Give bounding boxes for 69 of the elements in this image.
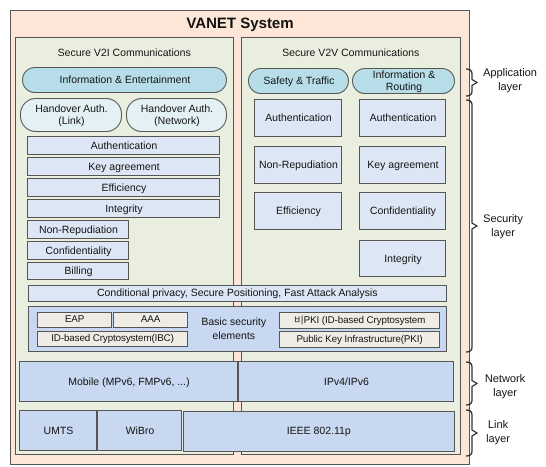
- label-text: Authentication: [368, 112, 438, 124]
- label-text: WiBro: [124, 424, 156, 437]
- security-box: [27, 157, 220, 176]
- label-text: 비PKI (ID-based Cryptosystem: [292, 314, 426, 326]
- protocol-box: [182, 410, 455, 452]
- security-box: [254, 146, 342, 184]
- security-box: [254, 192, 342, 230]
- label-text: Mobile (MPv6, FMPv6, ...): [67, 376, 191, 388]
- protocol-box: [19, 361, 238, 402]
- application-pill: [22, 67, 228, 94]
- label-text: IPv4/IPv6: [322, 376, 370, 388]
- panel-heading: Secure V2I Communications: [56, 46, 192, 59]
- label-text: Key agreement: [366, 159, 440, 172]
- layer-label: Application layer: [482, 66, 538, 94]
- label-text: Billing: [63, 265, 94, 278]
- label-text: Non-Repudiation: [38, 224, 119, 236]
- security-box: [359, 192, 446, 230]
- label-text: Conditional privacy, Secure Positioning, Fast Attack Analysis: [96, 287, 378, 300]
- security-element-box: [37, 331, 188, 347]
- security-box: [27, 178, 220, 198]
- security-element-box: [113, 312, 188, 328]
- layer-label: Network layer: [484, 372, 526, 400]
- security-box: [254, 99, 342, 138]
- panel-label: Basic security elements: [200, 314, 268, 343]
- security-box: [27, 136, 220, 156]
- label-text: Integrity: [383, 252, 423, 265]
- protocol-box: [19, 410, 98, 452]
- layer-label: Security layer: [482, 212, 524, 240]
- label-text: Authentication: [264, 112, 333, 124]
- protocol-box: [97, 410, 182, 452]
- label-text: IEEE 802.11p: [286, 425, 352, 438]
- label-text: Key agreement: [87, 160, 161, 173]
- security-box: [359, 240, 446, 278]
- label-text: Handover Auth. (Link): [34, 103, 109, 128]
- application-pill: [248, 68, 350, 94]
- label-text: Authentication: [90, 140, 158, 152]
- label-text: Information & Routing: [372, 69, 436, 94]
- security-box: [359, 146, 446, 184]
- security-element-box: [279, 312, 440, 329]
- label-text: Integrity: [104, 202, 144, 215]
- label-text: Efficiency: [100, 182, 148, 194]
- layer-label: Link layer: [485, 418, 511, 446]
- label-text: Confidentiality: [44, 244, 112, 257]
- security-box: [27, 220, 130, 240]
- security-box: [27, 241, 130, 260]
- label-text: AAA: [140, 314, 162, 326]
- label-text: Confidentiality: [368, 205, 437, 218]
- label-text: EAP: [64, 314, 86, 326]
- security-box: [27, 262, 130, 280]
- label-text: Efficiency: [275, 205, 322, 218]
- system-panel: [10, 10, 470, 465]
- label-text: UMTS: [42, 424, 74, 437]
- label-text: Public Key Infrastructure(PKI): [295, 334, 424, 346]
- security-element-box: [279, 331, 440, 348]
- application-pill: [352, 68, 456, 94]
- security-element-box: [37, 312, 112, 328]
- label-text: Safety & Traffic: [262, 75, 336, 88]
- handover-pill: [126, 98, 228, 132]
- label-text: ID-based Cryptosystem(IBC): [50, 333, 175, 345]
- panel-heading: Secure V2V Communications: [281, 46, 420, 59]
- security-box: [27, 199, 220, 218]
- security-box: [28, 284, 447, 302]
- handover-pill: [20, 98, 122, 132]
- system-heading: VANET System: [185, 15, 295, 33]
- label-text: Non-Repudiation: [258, 159, 339, 172]
- label-text: Information & Entertainment: [58, 74, 192, 86]
- security-box: [359, 99, 446, 138]
- protocol-box: [238, 361, 454, 402]
- label-text: Handover Auth. (Network): [140, 103, 214, 128]
